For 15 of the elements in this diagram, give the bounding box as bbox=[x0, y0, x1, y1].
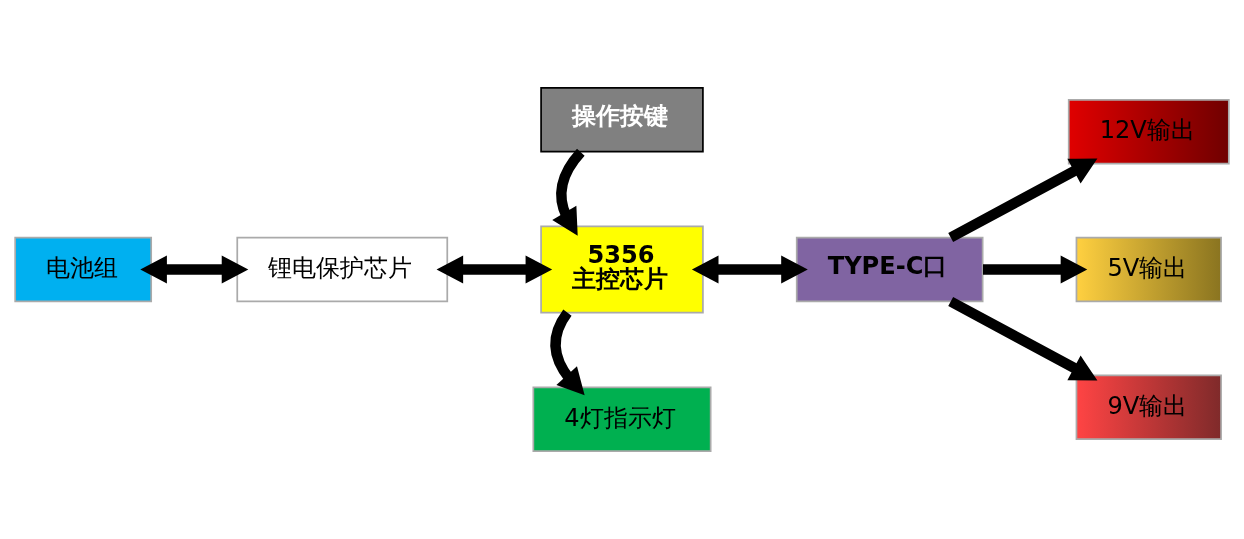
node-box: 锂电保护芯片 bbox=[236, 236, 449, 303]
arrow bbox=[436, 255, 553, 284]
node-box: 5V输出 bbox=[1075, 236, 1222, 303]
arrow bbox=[140, 255, 249, 284]
node-box: TYPE-C口 bbox=[795, 236, 984, 303]
arrow bbox=[948, 296, 1098, 381]
arrow bbox=[982, 255, 1088, 284]
arrow bbox=[948, 158, 1098, 243]
arrow bbox=[691, 255, 808, 284]
node-box: 电池组 bbox=[14, 236, 153, 303]
node-box: 5356 主控芯片 bbox=[540, 225, 704, 314]
node-box: 4灯指示灯 bbox=[532, 386, 712, 452]
node-box: 12V输出 bbox=[1067, 99, 1230, 165]
node-box: 9V输出 bbox=[1075, 374, 1222, 440]
node-box: 操作按键 bbox=[540, 87, 704, 153]
